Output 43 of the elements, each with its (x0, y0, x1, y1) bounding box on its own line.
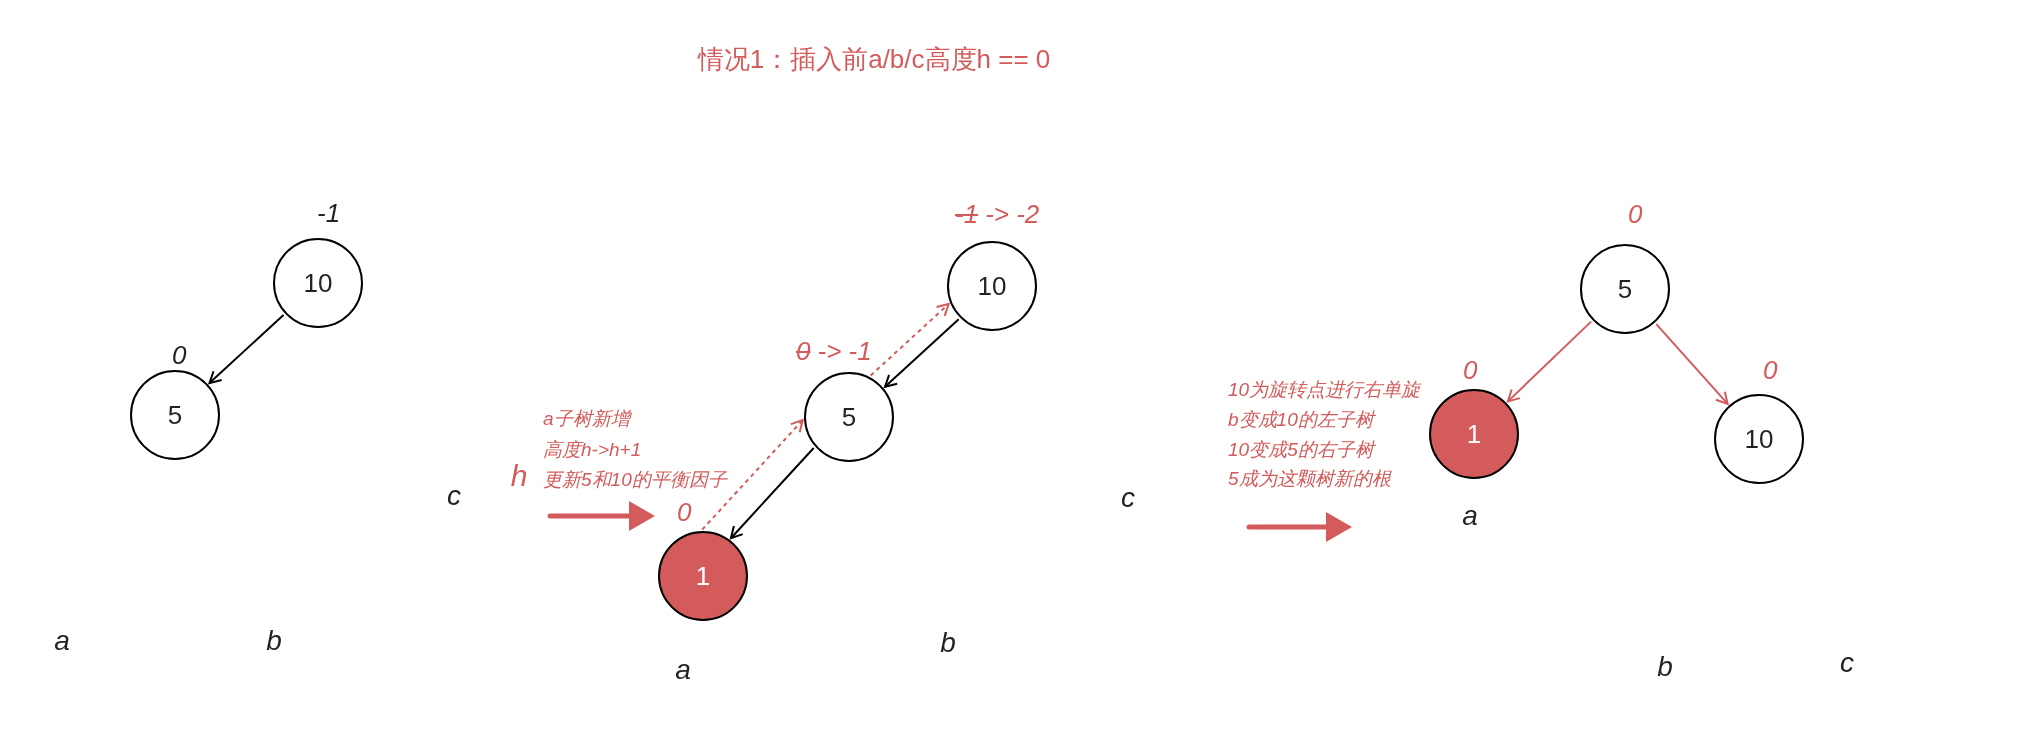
subtree-label: a (54, 625, 70, 657)
subtree-label: b (940, 627, 956, 659)
balance-factor: 0 (1463, 355, 1478, 385)
balance-factor: 0 (1628, 199, 1643, 229)
subtree-label: a (1462, 500, 1478, 532)
balance-factor: 0 (1763, 355, 1778, 385)
dashed-arrow (701, 419, 804, 531)
balance-factor: 0 (172, 340, 187, 370)
node-value: 10 (1744, 424, 1774, 454)
arrow (208, 313, 285, 385)
node-value: 1 (695, 561, 711, 591)
node-value: 5 (841, 402, 857, 432)
node-value: 10 (303, 268, 333, 298)
node-value: 5 (167, 400, 183, 430)
subtree-label: b (266, 625, 282, 657)
balance-factor: -> -2 (985, 199, 1040, 229)
height-label: h (510, 458, 528, 494)
title: 情况1：插入前a/b/c高度h == 0 (697, 43, 1051, 76)
balance-factor: 0 (677, 497, 692, 527)
old-balance-factor: -1 (955, 199, 979, 229)
note-text: b变成10的左子树 (1228, 408, 1374, 432)
balance-factor: -1 (317, 198, 341, 228)
node-value: 5 (1617, 274, 1633, 304)
subtree-label: c (447, 480, 461, 512)
arrow (1506, 320, 1593, 403)
subtree-label: b (1657, 651, 1673, 683)
node-value: 1 (1466, 419, 1482, 449)
old-balance-factor: 0 (796, 336, 811, 366)
note-text: 10变成5的右子树 (1228, 438, 1374, 462)
note-text: 更新5和10的平衡因子 (543, 468, 727, 492)
note-text: 高度h->h+1 (543, 438, 642, 462)
tree-node (804, 372, 894, 462)
node-value: 10 (977, 271, 1007, 301)
arrow (1655, 323, 1729, 405)
note-text: 10为旋转点进行右单旋 (1228, 378, 1421, 402)
subtree-label: c (1121, 482, 1135, 514)
note-text: 5成为这颗树新的根 (1228, 467, 1391, 491)
arrow (884, 318, 960, 388)
balance-factor: -> -1 (817, 336, 872, 366)
note-text: a子树新增 (543, 407, 630, 431)
arrow (729, 447, 815, 540)
subtree-label: a (675, 654, 691, 686)
subtree-label: c (1840, 647, 1854, 679)
